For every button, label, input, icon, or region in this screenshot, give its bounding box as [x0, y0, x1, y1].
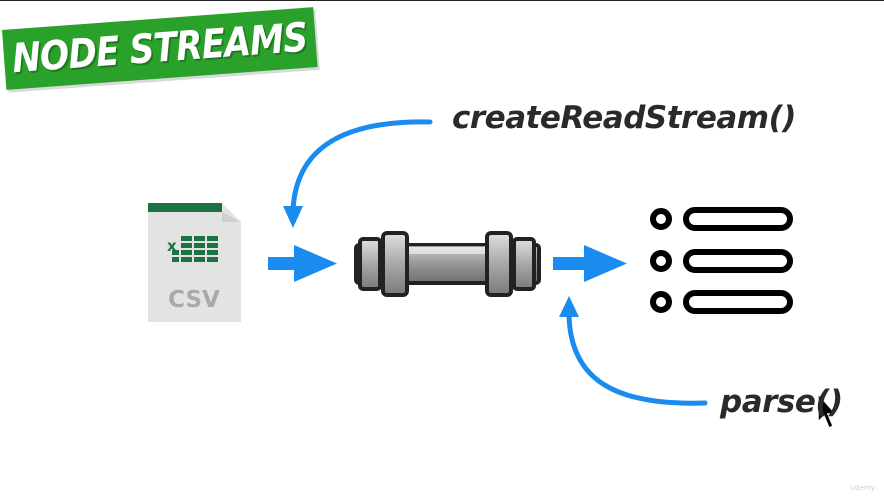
spreadsheet-grid-icon	[172, 236, 218, 262]
excel-badge: x	[167, 237, 177, 255]
top-border	[0, 0, 884, 1]
flow-arrow-1	[268, 245, 337, 282]
create-read-stream-arrow	[283, 119, 433, 228]
list-icon	[650, 207, 793, 314]
mouse-cursor-icon	[817, 392, 838, 430]
csv-file-icon: x CSV	[148, 203, 241, 322]
pipe-icon	[354, 231, 541, 297]
create-read-stream-label: createReadStream()	[452, 100, 796, 136]
flow-arrow-2	[553, 245, 627, 282]
udemy-watermark: Udemy	[850, 484, 875, 492]
csv-label: CSV	[168, 287, 220, 313]
parse-label: parse()	[720, 384, 843, 420]
parse-arrow	[559, 296, 708, 406]
